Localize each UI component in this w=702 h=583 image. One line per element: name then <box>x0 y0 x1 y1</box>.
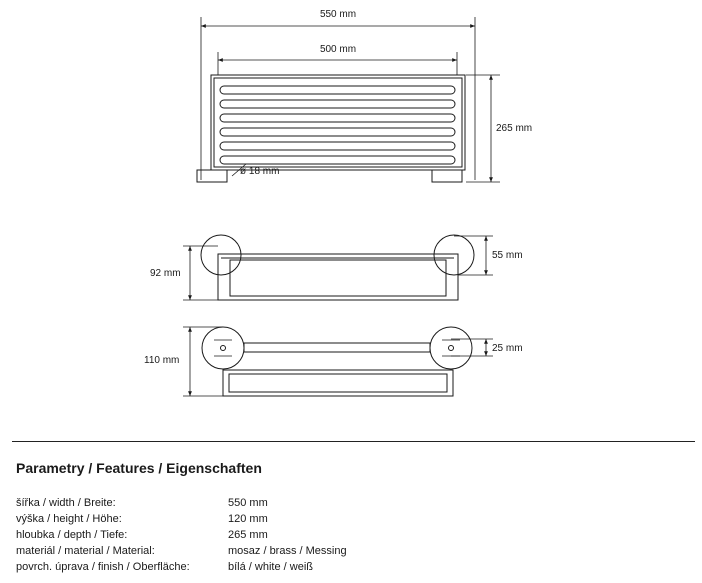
spec-label: povrch. úprava / finish / Oberfläche: <box>16 561 190 573</box>
spec-label: hloubka / depth / Tiefe: <box>16 529 128 541</box>
spec-value: mosaz / brass / Messing <box>228 545 347 557</box>
side-view <box>183 234 493 301</box>
front-view <box>183 326 493 397</box>
dim-diameter: ø 18 mm <box>240 166 279 177</box>
spec-value: 550 mm <box>228 497 268 509</box>
spec-label: šířka / width / Breite: <box>16 497 116 509</box>
dim-side-height: 92 mm <box>150 268 181 279</box>
spec-value: bílá / white / weiß <box>228 561 313 573</box>
dim-width-inner: 500 mm <box>320 44 356 55</box>
dim-rail-height: 55 mm <box>492 250 523 261</box>
specs-title: Parametry / Features / Eigenschaften <box>16 460 262 476</box>
dim-depth: 265 mm <box>496 123 532 134</box>
technical-drawing: 550 mm 500 mm 265 mm ø 18 mm 92 mm 55 mm <box>144 9 532 397</box>
spec-value: 120 mm <box>228 513 268 525</box>
spec-label: materiál / material / Material: <box>16 545 155 557</box>
dim-mount: 25 mm <box>492 343 523 354</box>
dim-front-height: 110 mm <box>144 355 179 366</box>
spec-label: výška / height / Höhe: <box>16 513 122 525</box>
dim-width-outer: 550 mm <box>320 9 356 20</box>
top-view <box>196 17 500 183</box>
spec-value: 265 mm <box>228 529 268 541</box>
section-divider <box>12 441 695 442</box>
